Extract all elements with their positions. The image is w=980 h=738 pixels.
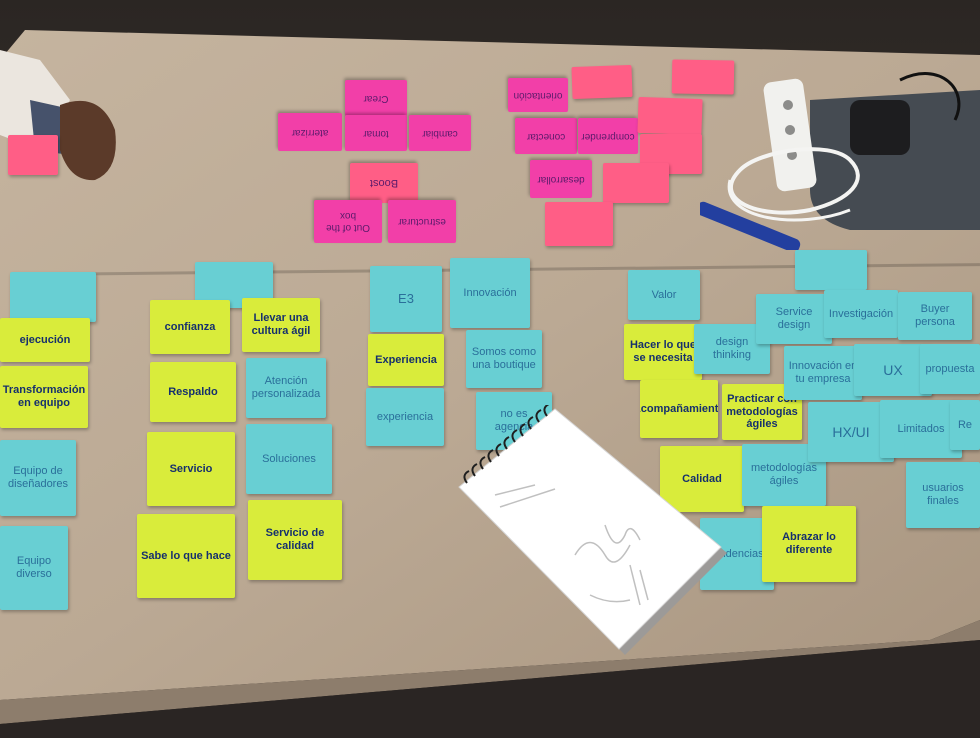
lime-note: Servicio de calidad xyxy=(248,500,342,580)
cyan-note: E3 xyxy=(370,266,442,332)
pink-note: comprender xyxy=(578,118,638,154)
pink-note: cambiar xyxy=(409,115,471,151)
cyan-note: Re xyxy=(950,400,980,450)
pink-note: estructurar xyxy=(388,200,456,243)
cyan-note: Soluciones xyxy=(246,424,332,494)
cyan-note: Innovación en tu empresa xyxy=(784,346,862,400)
blank-note xyxy=(571,64,633,100)
lime-note: Transformación en equipo xyxy=(0,366,88,428)
blank-note xyxy=(603,163,669,203)
cyan-note: Buyer persona xyxy=(898,292,972,340)
pink-note: Crear xyxy=(345,80,407,116)
person-arm xyxy=(0,50,116,181)
cyan-note: Equipo de diseñadores xyxy=(0,440,76,516)
lime-note: Acompañamiento xyxy=(640,380,718,438)
lime-note: Servicio xyxy=(147,432,235,506)
spiral-notebook xyxy=(458,405,727,655)
pink-note: orientación xyxy=(508,78,568,112)
lime-note: Llevar una cultura ágil xyxy=(242,298,320,352)
cyan-note: Innovación xyxy=(450,258,530,328)
blank-note xyxy=(637,96,703,136)
power-strip-and-cables xyxy=(700,72,980,250)
pink-note: desarrollar xyxy=(530,160,592,198)
pink-note: Boost xyxy=(350,163,418,203)
cyan-note: usuarios finales xyxy=(906,462,980,528)
blank-note xyxy=(795,250,867,290)
lime-note: Hacer lo que se necesita xyxy=(624,324,702,380)
pink-note: aterrizar xyxy=(278,113,342,151)
lime-note: confianza xyxy=(150,300,230,354)
cyan-note: Investigación xyxy=(824,290,898,338)
pink-note: conectar xyxy=(515,118,577,154)
lime-note: Sabe lo que hace xyxy=(137,514,235,598)
lime-note: Calidad xyxy=(660,446,744,512)
lime-note: Respaldo xyxy=(150,362,236,422)
pink-note: Out of the box xyxy=(314,200,382,243)
blank-note xyxy=(8,135,58,175)
lime-note: Experiencia xyxy=(368,334,444,386)
cyan-note: Atención personalizada xyxy=(246,358,326,418)
cyan-note: Equipo diverso xyxy=(0,526,68,610)
cyan-note: Limitados xyxy=(880,400,962,458)
lime-note: ejecución xyxy=(0,318,90,362)
blank-note xyxy=(10,272,96,322)
cyan-note: HX/UI xyxy=(808,402,894,462)
cyan-note: Valor xyxy=(628,270,700,320)
cyan-note: Somos como una boutique xyxy=(466,330,542,388)
cyan-note: UX xyxy=(854,344,932,396)
lime-note: Abrazar lo diferente xyxy=(762,506,856,582)
blank-note xyxy=(671,59,735,95)
blank-note xyxy=(545,202,613,246)
cyan-note: Service design xyxy=(756,294,832,344)
cyan-note: propuesta xyxy=(920,344,980,394)
cyan-note: experiencia xyxy=(366,388,444,446)
pink-note: tomar xyxy=(345,115,407,151)
